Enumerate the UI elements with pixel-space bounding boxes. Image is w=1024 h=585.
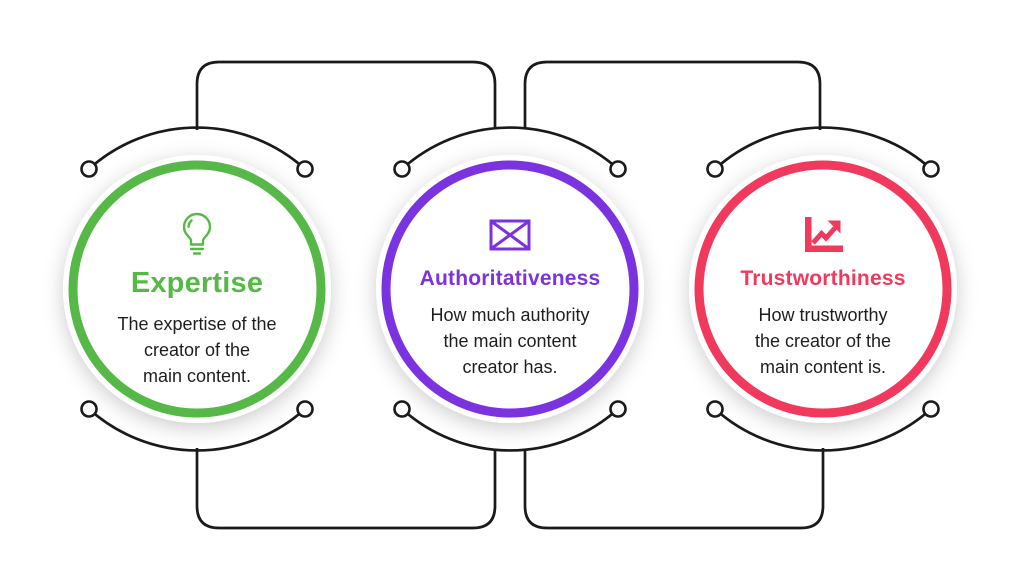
lightbulb-icon bbox=[82, 209, 312, 261]
card-trustworthiness: Trustworthiness How trustworthy the crea… bbox=[708, 209, 938, 380]
card-title: Authoritativeness bbox=[419, 267, 601, 290]
arc-endpoint-dot bbox=[296, 160, 314, 178]
arc-endpoint-dot bbox=[296, 400, 314, 418]
connector-bottom-right bbox=[523, 448, 825, 530]
card-description: The expertise of the creator of the main… bbox=[117, 314, 277, 387]
arc-endpoint-dot bbox=[922, 400, 940, 418]
arc-endpoint-dot bbox=[706, 160, 724, 178]
arc-top-2 bbox=[401, 126, 619, 171]
card-ring-trustworthiness bbox=[694, 160, 952, 418]
arc-top-1 bbox=[88, 126, 306, 171]
arc-endpoint-dot bbox=[393, 160, 411, 178]
arc-endpoint-dot bbox=[706, 400, 724, 418]
decorative-arcs bbox=[80, 126, 940, 452]
arc-bottom-2 bbox=[401, 407, 619, 452]
card-description: How trustworthy the creator of the main … bbox=[754, 305, 892, 378]
envelope-icon bbox=[395, 209, 625, 261]
connector-bottom-left bbox=[195, 448, 497, 530]
arc-endpoint-dot bbox=[609, 160, 627, 178]
card-authoritativeness: Authoritativeness How much authority the… bbox=[395, 209, 625, 380]
arc-bottom-1 bbox=[88, 407, 306, 452]
card-title: Expertise bbox=[130, 267, 264, 299]
connector-top-left bbox=[195, 60, 497, 130]
card-ring-expertise bbox=[68, 160, 326, 418]
arc-top-3 bbox=[714, 126, 932, 171]
card-expertise: Expertise The expertise of the creator o… bbox=[82, 209, 312, 389]
chart-up-icon bbox=[708, 209, 938, 261]
arc-endpoint-dot bbox=[393, 400, 411, 418]
arc-bottom-3 bbox=[714, 407, 932, 452]
card-description: How much authority the main content crea… bbox=[430, 305, 590, 378]
card-title: Trustworthiness bbox=[740, 267, 906, 290]
card-ring-authoritativeness bbox=[381, 160, 639, 418]
arc-endpoint-dot bbox=[922, 160, 940, 178]
arc-endpoint-dot bbox=[80, 400, 98, 418]
connector-top-right bbox=[523, 60, 822, 130]
arc-endpoint-dot bbox=[80, 160, 98, 178]
connector-lines bbox=[195, 60, 825, 530]
arc-endpoint-dot bbox=[609, 400, 627, 418]
